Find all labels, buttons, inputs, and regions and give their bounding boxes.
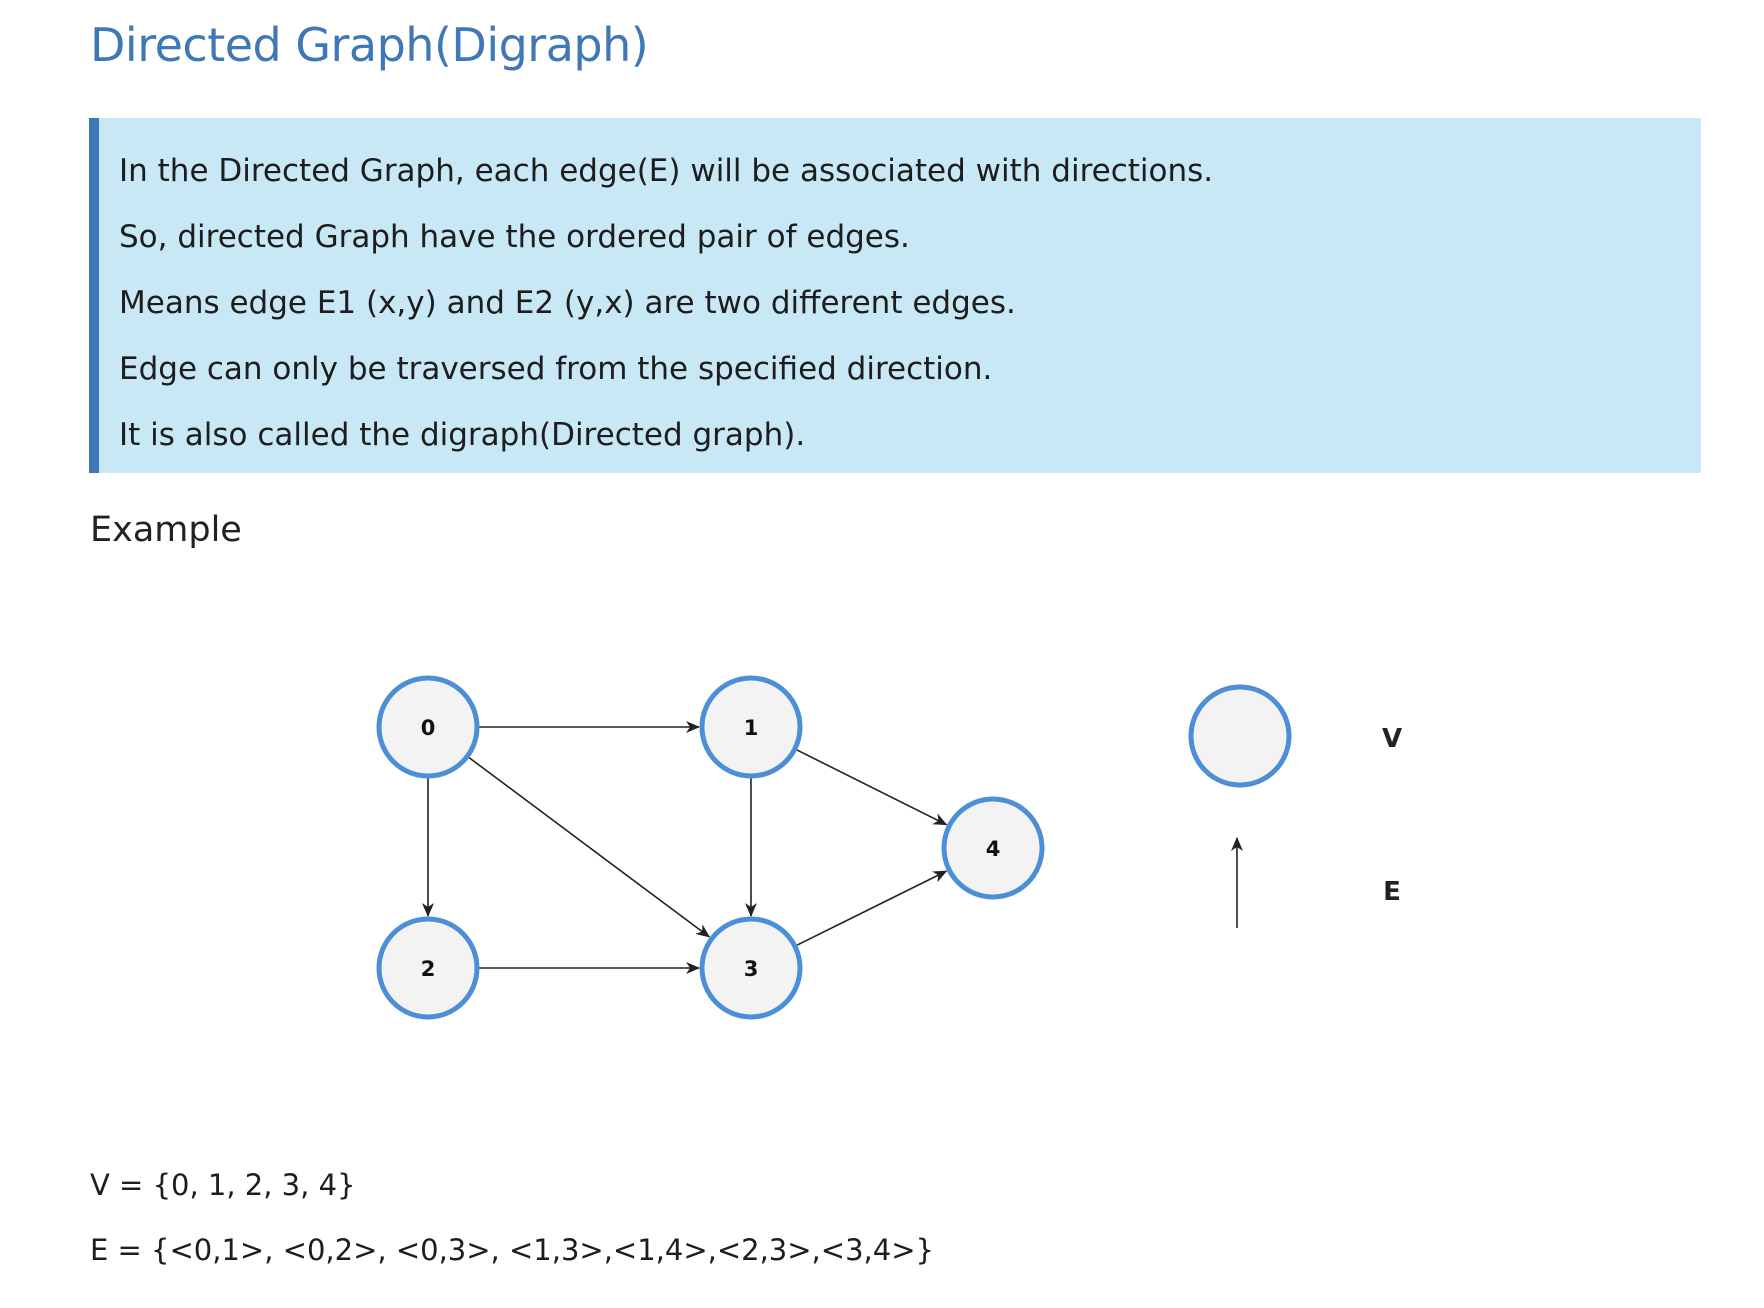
edges-layer bbox=[422, 721, 948, 974]
page-title: Directed Graph(Digraph) bbox=[90, 18, 649, 72]
graph-node-0: 0 bbox=[376, 675, 480, 779]
note-line: So, directed Graph have the ordered pair… bbox=[119, 219, 910, 255]
edge-3-4 bbox=[796, 870, 948, 947]
directed-graph-diagram: 0 1 2 3 4 V E bbox=[376, 675, 1402, 1020]
note-line: Means edge E1 (x,y) and E2 (y,x) are two… bbox=[119, 285, 1016, 321]
example-heading: Example bbox=[90, 510, 242, 550]
note-line: Edge can only be traversed from the spec… bbox=[119, 351, 993, 387]
graph-node-1: 1 bbox=[699, 675, 803, 779]
note-line: It is also called the digraph(Directed g… bbox=[119, 417, 806, 453]
graph-node-3: 3 bbox=[699, 916, 803, 1020]
node-circle bbox=[941, 796, 1045, 900]
node-circle bbox=[376, 916, 480, 1020]
legend: V E bbox=[1188, 684, 1402, 928]
node-circle bbox=[699, 916, 803, 1020]
legend-edge-label: E bbox=[1383, 877, 1401, 907]
node-label: 2 bbox=[421, 957, 436, 981]
node-label: 3 bbox=[744, 957, 759, 981]
nodes-layer: 0 1 2 3 4 bbox=[376, 675, 1045, 1020]
legend-vertex-circle bbox=[1188, 684, 1292, 788]
edge-1-4 bbox=[796, 749, 948, 826]
vertex-set: V = {0, 1, 2, 3, 4} bbox=[90, 1168, 356, 1202]
edge-set: E = {<0,1>, <0,2>, <0,3>, <1,3>,<1,4>,<2… bbox=[90, 1233, 934, 1267]
legend-vertex-label: V bbox=[1382, 724, 1402, 754]
graph-node-2: 2 bbox=[376, 916, 480, 1020]
node-label: 4 bbox=[986, 837, 1001, 861]
node-circle bbox=[699, 675, 803, 779]
info-note-box: In the Directed Graph, each edge(E) will… bbox=[89, 118, 1701, 473]
node-label: 0 bbox=[421, 716, 436, 740]
note-line: In the Directed Graph, each edge(E) will… bbox=[119, 153, 1214, 189]
graph-node-4: 4 bbox=[941, 796, 1045, 900]
node-circle bbox=[376, 675, 480, 779]
edge-0-3 bbox=[468, 756, 711, 938]
node-label: 1 bbox=[744, 716, 759, 740]
